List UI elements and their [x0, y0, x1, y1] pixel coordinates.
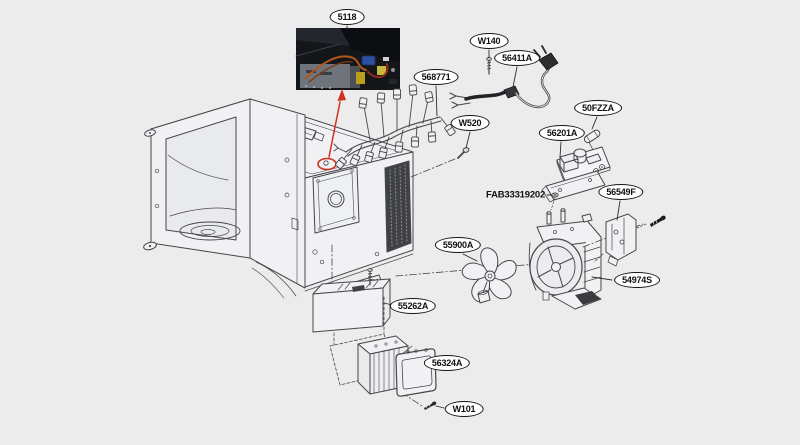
callout-56201a[interactable]: 56201A: [538, 125, 586, 141]
fan-blade-55900a: [461, 247, 517, 304]
red-callout-arrow: [317, 89, 346, 171]
callout-w101[interactable]: W101: [444, 401, 484, 417]
detail-photo-inset: [295, 28, 400, 90]
callout-w520[interactable]: W520: [450, 115, 490, 131]
callout-56324a[interactable]: 56324A: [423, 355, 471, 371]
callout-w140[interactable]: W140: [469, 33, 509, 49]
microwave-cavity-drawing: [143, 98, 414, 308]
part-number-label-fab33319202: FAB33319202: [486, 189, 546, 201]
screw-w520: [457, 147, 470, 159]
callout-56549f[interactable]: 56549F: [598, 184, 644, 200]
magnetron-56324a: [357, 335, 437, 397]
callout-54974s[interactable]: 54974S: [614, 272, 660, 288]
power-cord-56411A: [449, 45, 559, 109]
noise-filter-board-56201A: [556, 146, 611, 185]
callout-50fzza[interactable]: 50FZZA: [574, 100, 622, 116]
fan-housing-54974s: [528, 208, 602, 310]
screw-w101: [424, 401, 437, 410]
callout-55262a[interactable]: 55262A: [389, 298, 437, 314]
fuse-50fzza: [583, 129, 601, 151]
callout-568771[interactable]: 568771: [413, 69, 459, 85]
wire-harness-568771: [333, 84, 456, 169]
harness-connectors: [335, 84, 456, 169]
bracket-56549f: [593, 213, 666, 267]
callout-55900a[interactable]: 55900A: [434, 237, 482, 253]
callout-56411a[interactable]: 56411A: [494, 50, 540, 66]
callout-5118[interactable]: 5118: [329, 9, 365, 25]
screw-w140: [486, 57, 492, 75]
